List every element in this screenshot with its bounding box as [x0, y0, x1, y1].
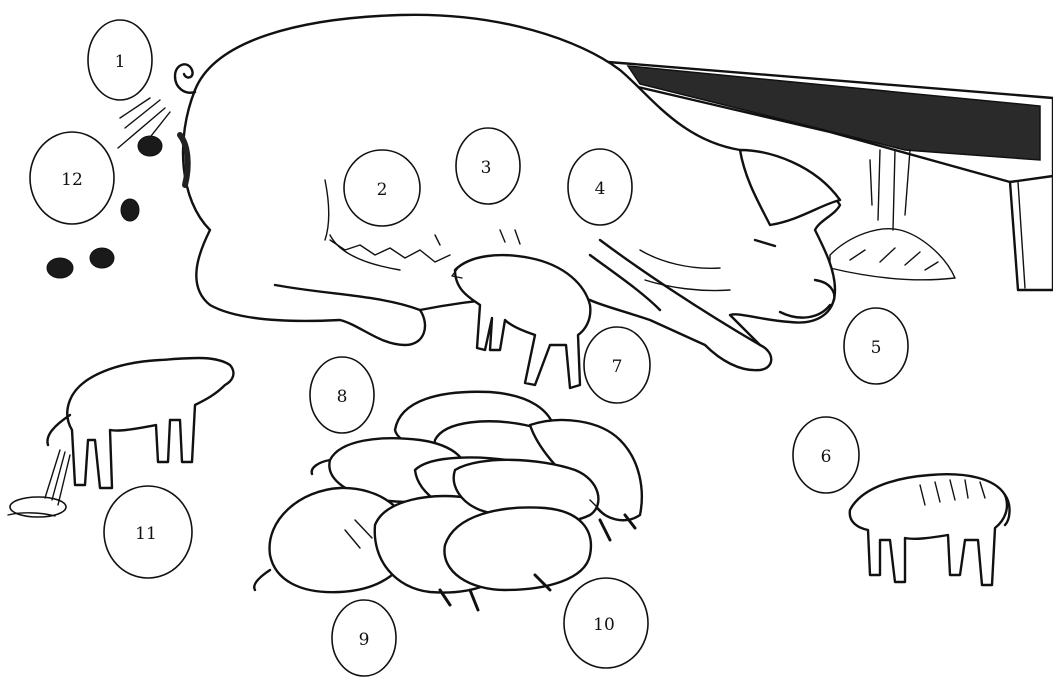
lone-piglet — [850, 474, 1010, 585]
label-7: 7 — [612, 357, 623, 377]
label-8: 8 — [337, 387, 348, 407]
label-2: 2 — [377, 180, 388, 200]
huddled-piglets — [254, 392, 642, 610]
spilled-feed — [830, 150, 955, 280]
label-circle-5: 5 — [844, 308, 908, 384]
piglet-suckling — [452, 255, 590, 388]
label-12: 12 — [61, 170, 83, 190]
label-11: 11 — [135, 524, 157, 544]
label-circle-8: 8 — [310, 357, 374, 433]
label-4: 4 — [595, 179, 606, 199]
label-3: 3 — [481, 158, 492, 178]
label-circle-10: 10 — [564, 578, 648, 668]
label-circle-6: 6 — [793, 417, 859, 493]
label-1: 1 — [115, 52, 126, 72]
label-10: 10 — [593, 615, 615, 635]
label-6: 6 — [821, 447, 832, 467]
piglet-urinating — [8, 358, 233, 517]
label-circle-1: 1 — [88, 20, 152, 100]
label-circle-4: 4 — [568, 149, 632, 225]
label-5: 5 — [871, 338, 882, 358]
label-9: 9 — [359, 630, 370, 650]
label-circle-3: 3 — [456, 128, 520, 204]
label-circle-7: 7 — [584, 327, 650, 403]
label-circle-2: 2 — [344, 150, 420, 226]
label-circle-11: 11 — [104, 486, 192, 578]
label-circle-12: 12 — [30, 132, 114, 224]
label-circle-9: 9 — [332, 600, 396, 676]
